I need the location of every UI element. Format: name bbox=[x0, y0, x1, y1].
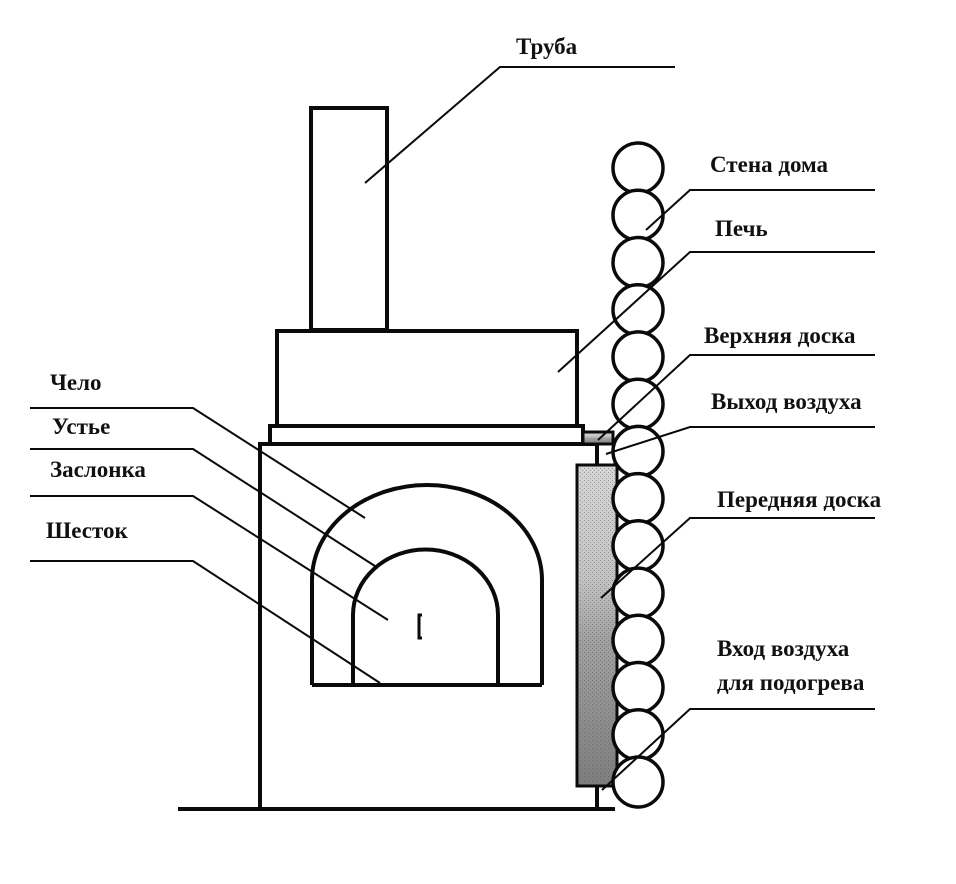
label-vhod-vozduha-line2: для подогрева bbox=[717, 670, 865, 695]
stove-cornice bbox=[268, 424, 585, 446]
leader-uste bbox=[30, 448, 379, 569]
wall-log bbox=[611, 424, 665, 479]
leader-pech bbox=[557, 251, 875, 373]
chelo-arch bbox=[310, 483, 544, 685]
stove-upper-body bbox=[275, 329, 579, 428]
wall-log bbox=[611, 755, 665, 809]
label-zaslonka: Заслонка bbox=[50, 457, 146, 482]
leader-shestok bbox=[30, 560, 381, 684]
label-truba: Труба bbox=[516, 34, 578, 59]
label-vhod-vozduha-line1: Вход воздуха bbox=[717, 636, 850, 661]
leader-truba bbox=[364, 66, 675, 184]
leader-vyhod-vozduha bbox=[605, 426, 875, 455]
label-uste: Устье bbox=[52, 414, 110, 439]
front-board-texture bbox=[579, 467, 615, 784]
wall-log bbox=[611, 613, 665, 668]
chimney bbox=[309, 106, 389, 332]
wall-log bbox=[611, 660, 665, 715]
leader-zaslonka bbox=[30, 495, 389, 621]
leader-chelo bbox=[30, 407, 366, 519]
wall-log bbox=[611, 566, 665, 620]
wall-log bbox=[611, 471, 665, 526]
wall-log bbox=[611, 235, 665, 290]
leader-lines bbox=[30, 66, 875, 791]
house-wall-logs bbox=[611, 141, 665, 809]
wall-log bbox=[611, 708, 665, 762]
uste-arch bbox=[351, 547, 500, 685]
leader-perednyaya-doska bbox=[600, 517, 875, 599]
leader-verhnyaya-doska bbox=[597, 354, 875, 441]
wall-log bbox=[611, 282, 665, 337]
top-board bbox=[581, 430, 615, 446]
zaslonka-handle bbox=[417, 613, 422, 640]
wall-log bbox=[611, 141, 665, 195]
label-perednyaya-doska: Передняя доска bbox=[717, 487, 882, 512]
leader-vhod-vozduha bbox=[601, 708, 875, 791]
leader-stena-doma bbox=[645, 189, 875, 231]
wall-log bbox=[611, 188, 665, 242]
label-vyhod-vozduha: Выход воздуха bbox=[711, 389, 862, 414]
label-verhnyaya-doska: Верхняя доска bbox=[704, 323, 856, 348]
wall-log bbox=[611, 330, 665, 384]
wall-log bbox=[611, 519, 665, 573]
label-stena-doma: Стена дома bbox=[710, 152, 829, 177]
label-shestok: Шесток bbox=[46, 518, 128, 543]
label-chelo: Чело bbox=[50, 370, 102, 395]
label-pech: Печь bbox=[715, 216, 768, 241]
